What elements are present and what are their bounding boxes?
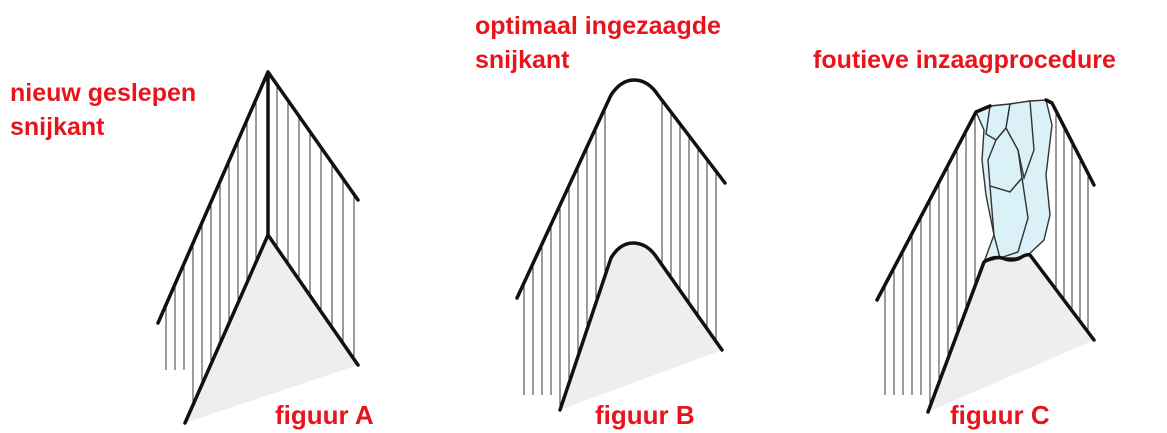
figure-b-label-line-2: snijkant — [475, 46, 570, 74]
figure-b-label-line-1: optimaal ingezaagde — [475, 12, 721, 40]
figure-a-hatching — [165, 84, 355, 405]
figure-c-broken-bottom-edge — [926, 253, 1096, 414]
figure-a-front-edge — [266, 233, 360, 367]
figure-c-hatching — [884, 110, 1089, 407]
figure-b-lower-rounded-edge — [558, 241, 724, 412]
figure-c-left-edge — [875, 104, 992, 302]
figure-c-right-edge — [1044, 98, 1096, 187]
figure-a-label-line-1: nieuw geslepen — [10, 79, 196, 107]
figure-a-front-face — [185, 235, 358, 423]
figure-a-label-line-2: snijkant — [10, 113, 105, 141]
figure-b: optimaal ingezaagde snijkant figuur B — [475, 12, 727, 430]
figure-b-hatching — [523, 100, 717, 410]
figure-b-caption: figuur B — [595, 400, 695, 430]
figure-a-left-ridge — [156, 70, 270, 425]
figure-c-chip-fragment-4 — [989, 176, 1029, 259]
figure-a-right-ridge — [266, 70, 360, 202]
figure-c-caption: figuur C — [950, 400, 1050, 430]
figure-a: nieuw geslepen snijkant figuur A — [10, 70, 374, 430]
figure-c-front-face — [928, 255, 1094, 412]
figure-c-chip-fragment-3 — [1005, 100, 1035, 181]
figure-b-upper-rounded-edge — [515, 78, 727, 300]
figure-a-caption: figuur A — [275, 400, 374, 430]
figure-c: foutieve inzaagprocedure figuur C — [813, 46, 1116, 430]
figure-b-front-face — [560, 243, 722, 410]
figure-c-label-line-1: foutieve inzaagprocedure — [813, 46, 1116, 74]
